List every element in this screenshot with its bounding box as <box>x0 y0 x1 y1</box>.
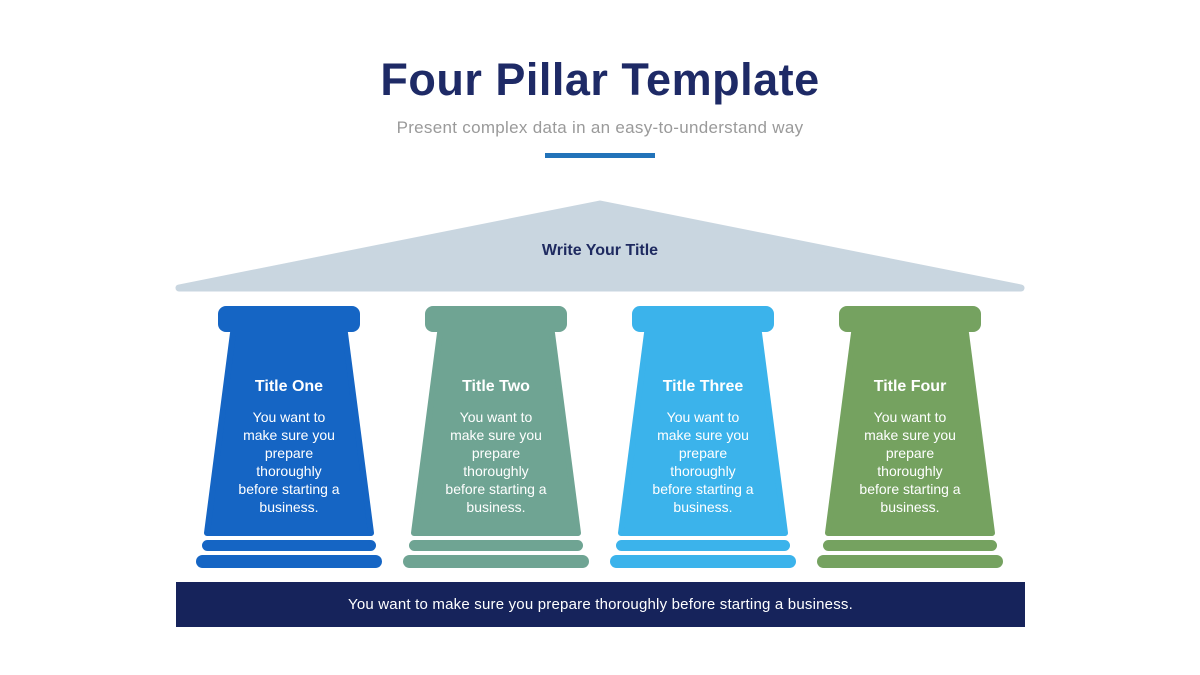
footer-bar: You want to make sure you prepare thorou… <box>176 582 1025 627</box>
roof-title: Write Your Title <box>541 242 659 259</box>
page-subtitle: Present complex data in an easy-to-under… <box>396 117 804 137</box>
pillar-one-shape <box>196 306 382 568</box>
pillar-title: Title Three <box>662 378 744 395</box>
pillar-text: You want to make sure you prepare thorou… <box>238 409 340 515</box>
pillar-text: You want to make sure you prepare thorou… <box>652 409 754 515</box>
pillar-four-shape <box>817 306 1003 568</box>
pillar-two-shape <box>403 306 589 568</box>
pillar-capital <box>218 306 360 332</box>
pillar-base-bar-2 <box>817 555 1003 568</box>
roof: Write Your Title <box>170 198 1030 294</box>
pillar-four: Title Four You want to make sure you pre… <box>810 300 1010 575</box>
pillar-title: Title One <box>254 378 324 395</box>
pillar-one: Title One You want to make sure you prep… <box>189 300 389 575</box>
page-title: Four Pillar Template <box>380 54 820 105</box>
pillar-capital <box>839 306 981 332</box>
pillar-body-shape <box>825 330 995 536</box>
pillar-text: You want to make sure you prepare thorou… <box>445 409 547 515</box>
pillar-base-bar-1 <box>202 540 376 551</box>
pillar-base-bar-2 <box>610 555 796 568</box>
footer-text: You want to make sure you prepare thorou… <box>348 596 853 613</box>
pillar-text: You want to make sure you prepare thorou… <box>859 409 961 515</box>
pillar-two: Title Two You want to make sure you prep… <box>396 300 596 575</box>
pillar-capital <box>632 306 774 332</box>
roof-triangle <box>175 200 1025 292</box>
roof-triangle-shape <box>175 200 1025 292</box>
pillar-body-shape <box>411 330 581 536</box>
pillar-base-bar-2 <box>196 555 382 568</box>
pillar-title: Title Two <box>462 378 530 395</box>
pillar-capital <box>425 306 567 332</box>
pillar-base-bar-1 <box>823 540 997 551</box>
pillar-base-bar-1 <box>616 540 790 551</box>
title-underline <box>545 152 655 158</box>
pillar-body-shape <box>204 330 374 536</box>
pillar-body-shape <box>618 330 788 536</box>
pillar-title: Title Four <box>873 378 947 395</box>
pillar-three-shape <box>610 306 796 568</box>
header: Four Pillar Template Present complex dat… <box>0 0 1200 158</box>
pillar-base-bar-1 <box>409 540 583 551</box>
pillar-three: Title Three You want to make sure you pr… <box>603 300 803 575</box>
pillar-base-bar-2 <box>403 555 589 568</box>
